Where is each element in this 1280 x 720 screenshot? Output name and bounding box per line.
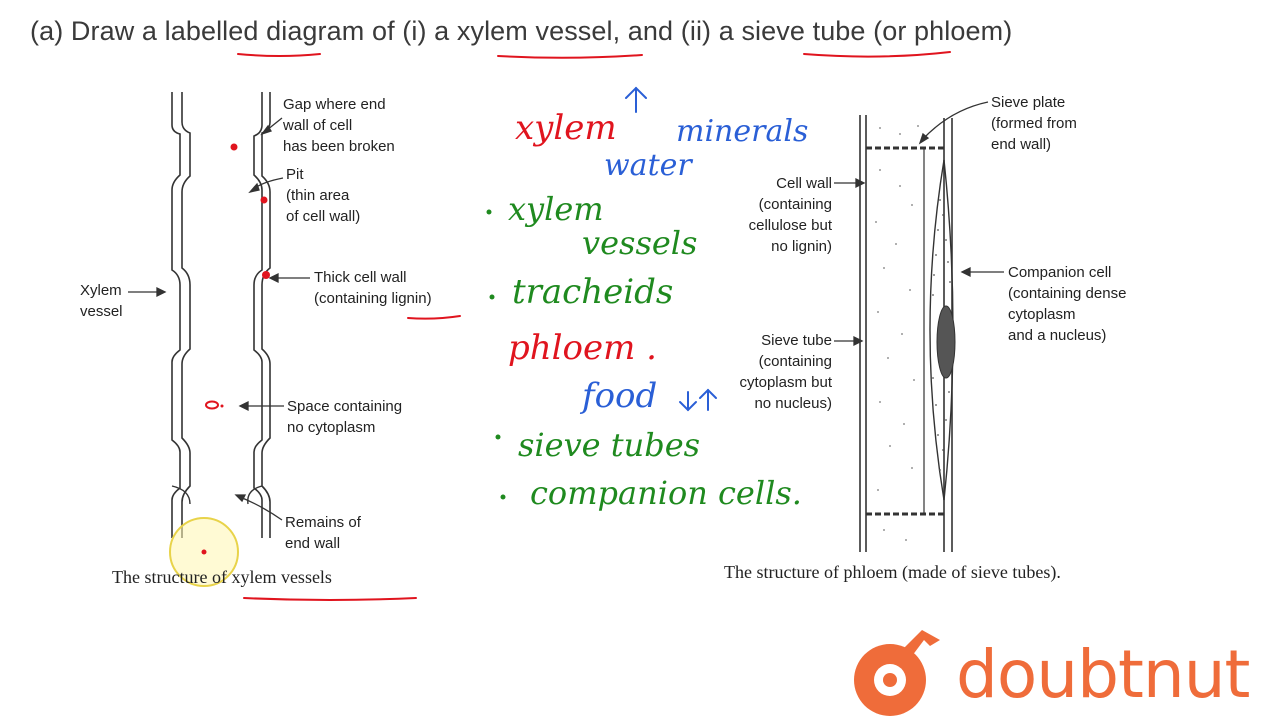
label-line: (containing bbox=[712, 351, 832, 372]
label-line: Cell wall bbox=[720, 173, 832, 194]
note-xylem-vessels-2: vessels bbox=[582, 224, 697, 262]
label-line: no lignin) bbox=[720, 236, 832, 257]
note-food: food bbox=[582, 376, 657, 416]
label-xylem-vessel: Xylem vessel bbox=[80, 280, 123, 322]
note-phloem: phloem . bbox=[508, 328, 657, 368]
doubtnut-wordmark: doubtnut bbox=[956, 636, 1249, 713]
label-thick-cell-wall: Thick cell wall (containing lignin) bbox=[314, 267, 432, 309]
label-sieve-plate: Sieve plate (formed from end wall) bbox=[991, 92, 1077, 155]
label-cell-wall: Cell wall (containing cellulose but no l… bbox=[720, 173, 832, 257]
green-bullets bbox=[487, 210, 506, 500]
label-line: Companion cell bbox=[1008, 262, 1126, 283]
label-line: and a nucleus) bbox=[1008, 325, 1126, 346]
label-companion-cell: Companion cell (containing dense cytopla… bbox=[1008, 262, 1126, 346]
xylem-vessel-drawing bbox=[172, 92, 270, 538]
label-line: Sieve tube bbox=[712, 330, 832, 351]
label-line: has been broken bbox=[283, 136, 395, 157]
label-line: cytoplasm but bbox=[712, 372, 832, 393]
label-line: Xylem bbox=[80, 280, 123, 301]
label-line: (containing lignin) bbox=[314, 288, 432, 309]
label-line: end wall bbox=[285, 533, 361, 554]
label-line: Thick cell wall bbox=[314, 267, 432, 288]
label-line: (thin area bbox=[286, 185, 360, 206]
note-xylem: xylem bbox=[515, 108, 617, 148]
label-line: end wall) bbox=[991, 134, 1077, 155]
label-line: Sieve plate bbox=[991, 92, 1077, 113]
phloem-caption: The structure of phloem (made of sieve t… bbox=[724, 562, 1061, 583]
sieve-tube-cytoplasm bbox=[875, 125, 919, 541]
label-line: wall of cell bbox=[283, 115, 395, 136]
note-xylem-vessels-1: xylem bbox=[508, 190, 604, 228]
label-line: Remains of bbox=[285, 512, 361, 533]
label-line: no nucleus) bbox=[712, 393, 832, 414]
label-line: Space containing bbox=[287, 396, 402, 417]
label-pit: Pit (thin area of cell wall) bbox=[286, 164, 360, 227]
label-line: no cytoplasm bbox=[287, 417, 402, 438]
note-tracheids: tracheids bbox=[512, 272, 673, 312]
note-companion-cells: companion cells. bbox=[530, 474, 802, 512]
label-line: cytoplasm bbox=[1008, 304, 1126, 325]
label-line: (containing bbox=[720, 194, 832, 215]
xylem-caption: The structure of xylem vessels bbox=[112, 567, 332, 588]
label-line: of cell wall) bbox=[286, 206, 360, 227]
label-line: (formed from bbox=[991, 113, 1077, 134]
label-line: vessel bbox=[80, 301, 123, 322]
label-line: Gap where end bbox=[283, 94, 395, 115]
note-water: water bbox=[604, 148, 692, 183]
label-space: Space containing no cytoplasm bbox=[287, 396, 402, 438]
doubtnut-logo-icon bbox=[854, 630, 940, 716]
note-minerals: minerals bbox=[676, 114, 808, 149]
note-sieve-tubes: sieve tubes bbox=[518, 426, 700, 464]
label-gap: Gap where end wall of cell has been brok… bbox=[283, 94, 395, 157]
label-sieve-tube: Sieve tube (containing cytoplasm but no … bbox=[712, 330, 832, 414]
companion-cell-nucleus bbox=[937, 306, 955, 378]
xylem-arrows bbox=[128, 118, 310, 520]
label-remains: Remains of end wall bbox=[285, 512, 361, 554]
label-line: cellulose but bbox=[720, 215, 832, 236]
label-line: (containing dense bbox=[1008, 283, 1126, 304]
label-line: Pit bbox=[286, 164, 360, 185]
